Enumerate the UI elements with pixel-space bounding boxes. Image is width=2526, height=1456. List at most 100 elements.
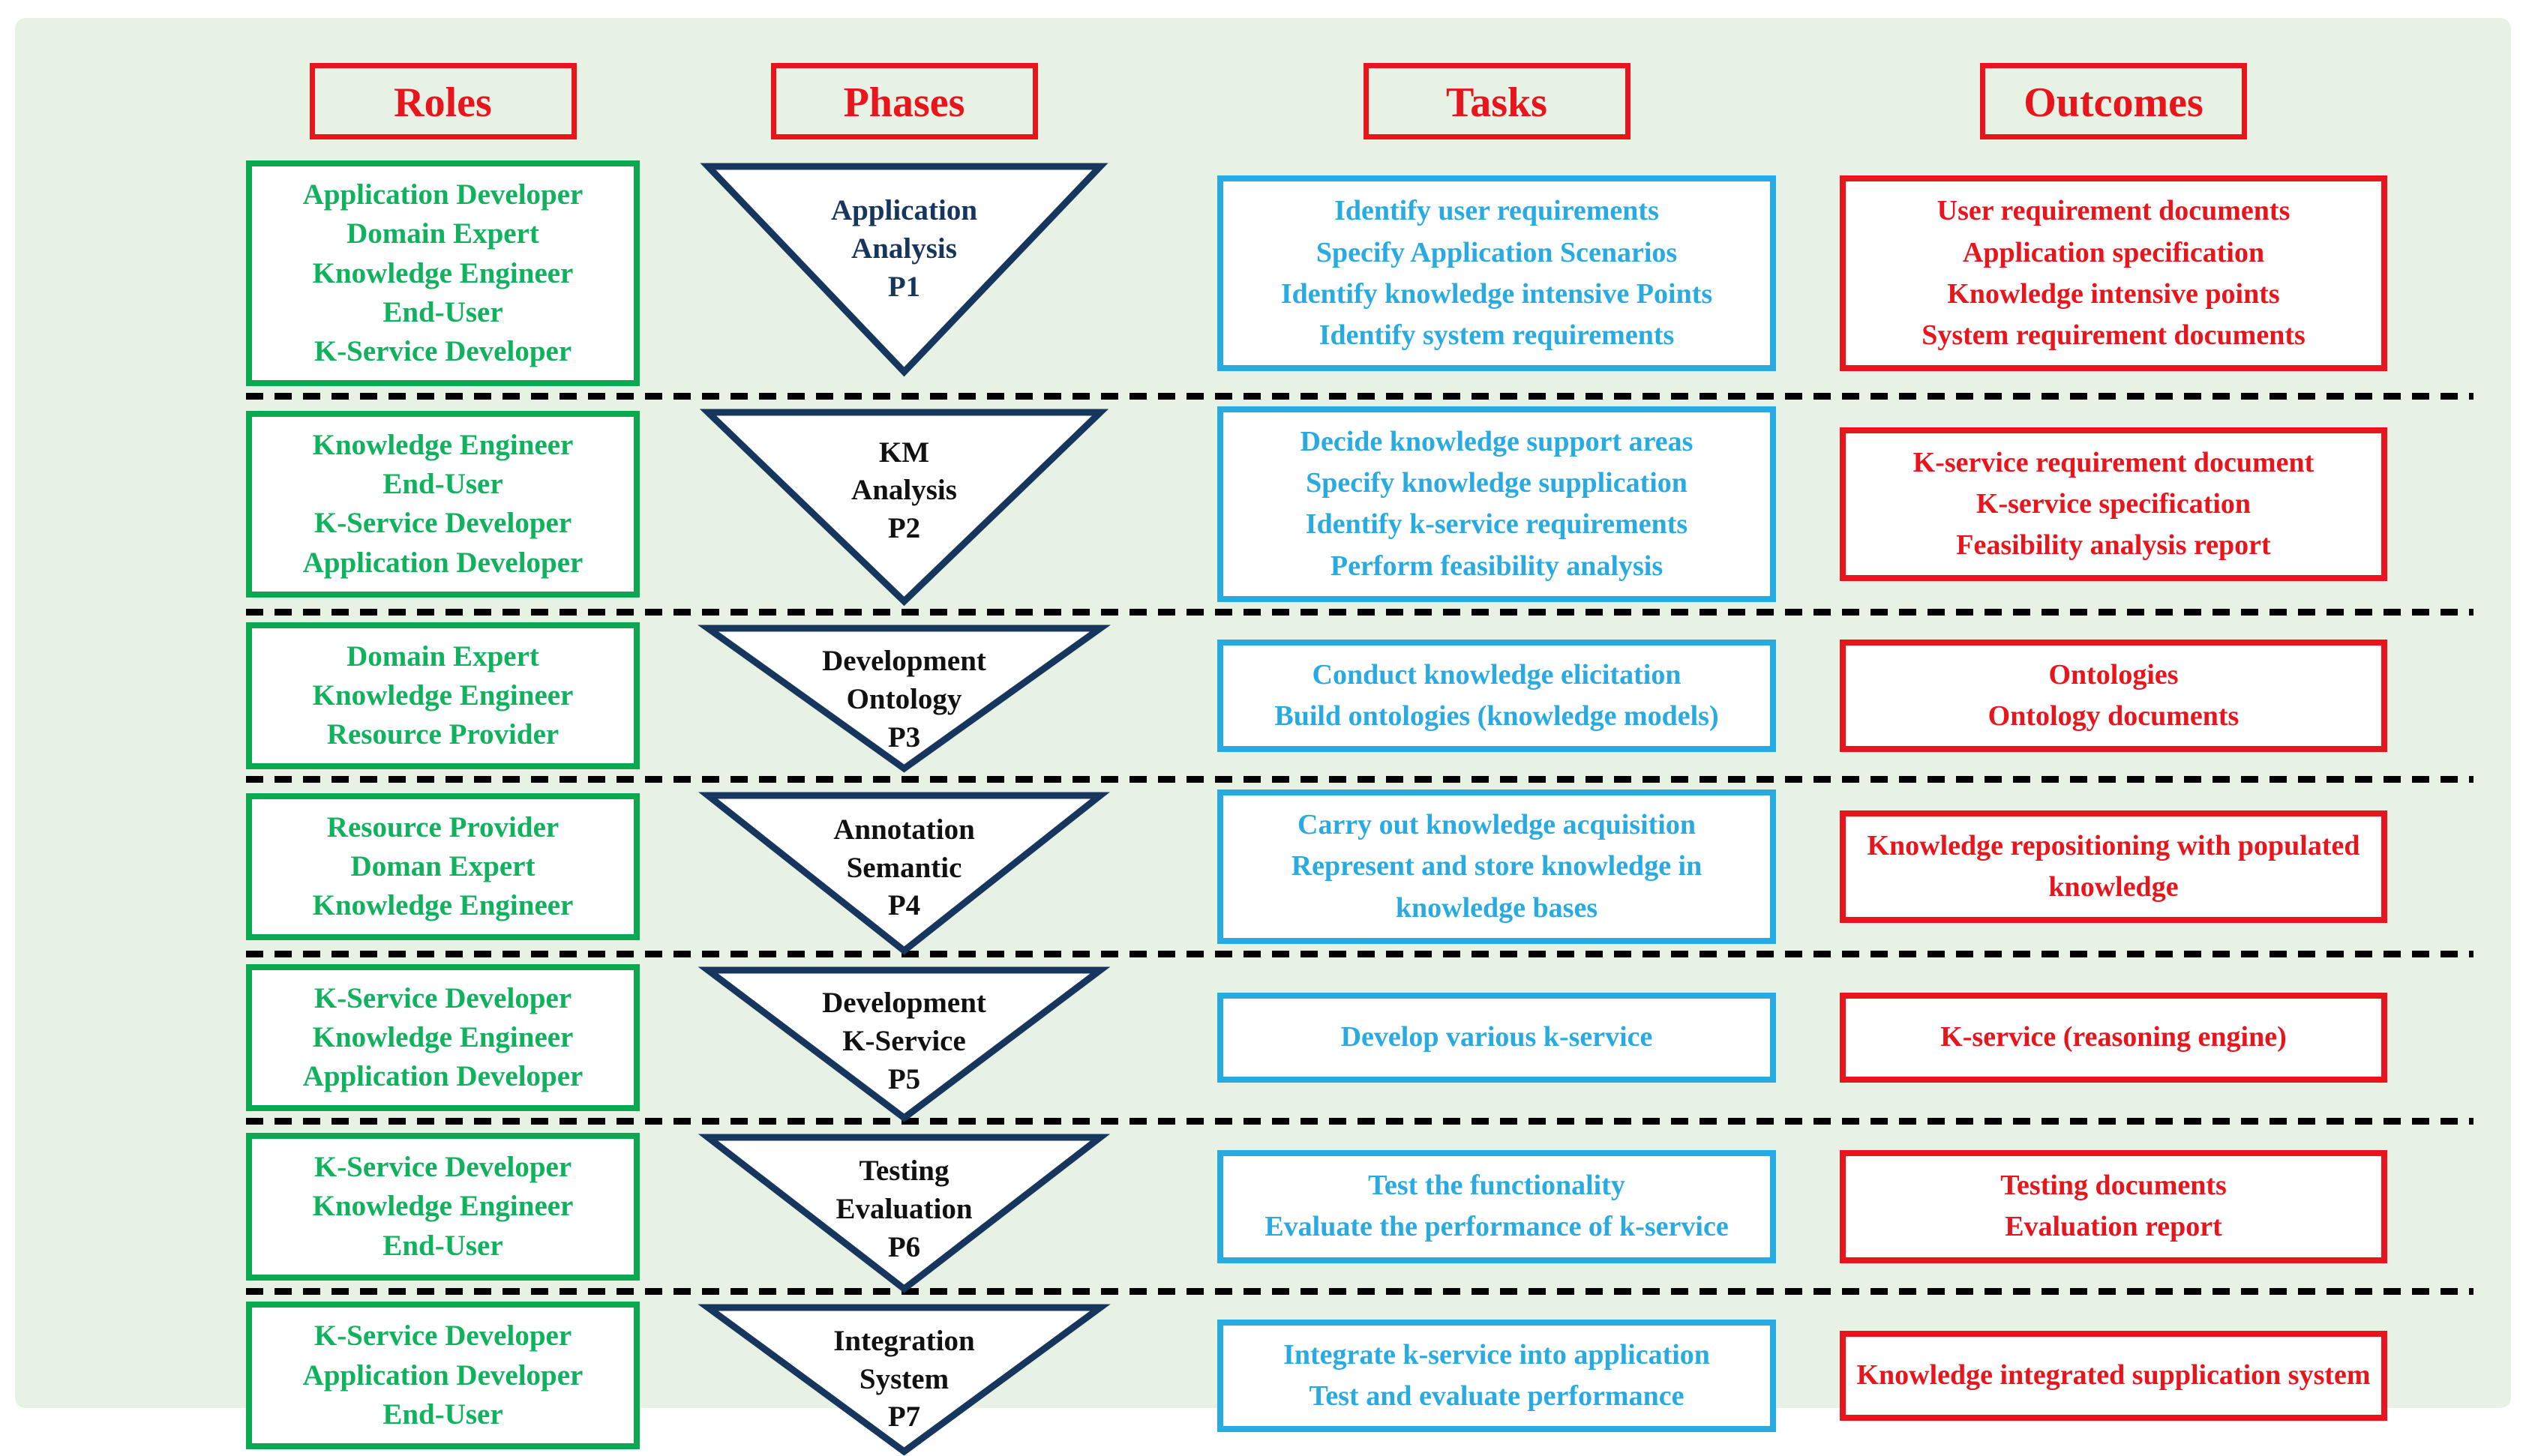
task-label: Test and evaluate performance: [1309, 1380, 1684, 1412]
outcome-label: Ontologies: [2048, 658, 2179, 691]
phase-label-line: Development: [822, 987, 986, 1020]
task-label: Integrate k-service into application: [1283, 1338, 1710, 1371]
task-label: Conduct knowledge elicitation: [1312, 658, 1682, 691]
role-label: Knowledge Engineer: [312, 428, 574, 461]
task-label: Identify system requirements: [1318, 319, 1675, 351]
header-tasks-label: Tasks: [1446, 79, 1547, 126]
diagram-content: Roles Phases Tasks Outcomes Application …: [246, 18, 2474, 1456]
task-label: Carry out knowledge acquisition: [1298, 809, 1696, 841]
header-outcomes-label: Outcomes: [2024, 79, 2204, 126]
phase-label-line: Application: [830, 194, 978, 227]
role-label: Knowledge Engineer: [312, 1020, 574, 1053]
header-tasks: Tasks: [1363, 63, 1630, 139]
role-label: End-User: [382, 1229, 503, 1262]
role-label: End-User: [382, 295, 503, 328]
role-label: Application Developer: [302, 1060, 584, 1093]
phase-code: P7: [887, 1401, 921, 1434]
inverted-triangle-shape: [700, 163, 1108, 377]
outcome-label: User requirement documents: [1936, 195, 2290, 227]
outcome-label: Knowledge intensive points: [1947, 277, 2280, 310]
phase-label-line: Ontology: [846, 682, 962, 715]
row-separator: [246, 776, 2474, 783]
header-phases: Phases: [770, 63, 1038, 139]
diagram-panel: Roles Phases Tasks Outcomes Application …: [15, 18, 2511, 1456]
outcome-label: Knowledge integrated supplication system: [1856, 1359, 2371, 1392]
role-label: K-Service Developer: [314, 981, 572, 1014]
phase-code: P2: [887, 512, 921, 545]
inverted-triangle-shape: [698, 1134, 1111, 1294]
row-separator: [246, 1118, 2474, 1125]
header-roles: Roles: [309, 63, 577, 139]
outcome-label: Feasibility analysis report: [1956, 529, 2271, 561]
role-label: Application Developer: [302, 1359, 584, 1392]
phase-label-line: Development: [822, 645, 986, 678]
outcomes-box: Knowledge integrated supplication system: [1840, 1330, 2387, 1421]
phase-code: P3: [887, 721, 921, 753]
outcome-label: System requirement documents: [1922, 319, 2306, 351]
outcome-label: K-service specification: [1976, 487, 2252, 520]
phase-label-line: K-Service: [842, 1024, 966, 1057]
outcome-label: Testing documents: [2000, 1170, 2227, 1202]
role-label: Application Developer: [302, 178, 584, 211]
outcomes-box: K-service (reasoning engine): [1840, 993, 2387, 1083]
phase-label-line: KM: [878, 436, 930, 469]
header-roles-label: Roles: [394, 79, 492, 126]
inverted-triangle-shape: [697, 625, 1112, 773]
outcome-label: Evaluation report: [2005, 1211, 2222, 1243]
role-label: K-Service Developer: [314, 507, 572, 540]
outcome-label: Ontology documents: [1988, 700, 2240, 732]
inverted-triangle-shape: [699, 409, 1109, 607]
row-separator: [246, 393, 2474, 400]
task-label: Identify k-service requirements: [1305, 508, 1688, 541]
task-label: Specify Application Scenarios: [1316, 236, 1678, 268]
header-outcomes: Outcomes: [1980, 63, 2247, 139]
role-label: End-User: [382, 1398, 503, 1431]
phase-label-line: Evaluation: [836, 1193, 973, 1226]
task-label: Test the functionality: [1368, 1170, 1625, 1202]
role-label: Application Developer: [302, 546, 584, 579]
phase-label-line: Analysis: [851, 232, 957, 265]
column-headers: Roles Phases Tasks Outcomes: [246, 63, 2391, 139]
row-separator: [246, 608, 2474, 616]
phase-code: P1: [887, 270, 921, 303]
phase-label-line: Integration: [833, 1324, 975, 1357]
tasks-box: Develop various k-service: [1217, 993, 1776, 1083]
task-label: Perform feasibility analysis: [1330, 550, 1664, 582]
outcome-label: Knowledge repositioning with populated k…: [1867, 829, 2360, 903]
outcome-label: Application specification: [1962, 236, 2265, 268]
row-separator: [246, 950, 2474, 957]
outcome-label: K-service (reasoning engine): [1940, 1021, 2287, 1053]
task-label: Identify knowledge intensive Points: [1280, 277, 1713, 310]
task-label: Identify user requirements: [1334, 195, 1659, 227]
phase-label-line: System: [859, 1362, 950, 1395]
phase-code: P5: [887, 1062, 921, 1095]
task-label: Build ontologies (knowledge models): [1274, 700, 1719, 732]
